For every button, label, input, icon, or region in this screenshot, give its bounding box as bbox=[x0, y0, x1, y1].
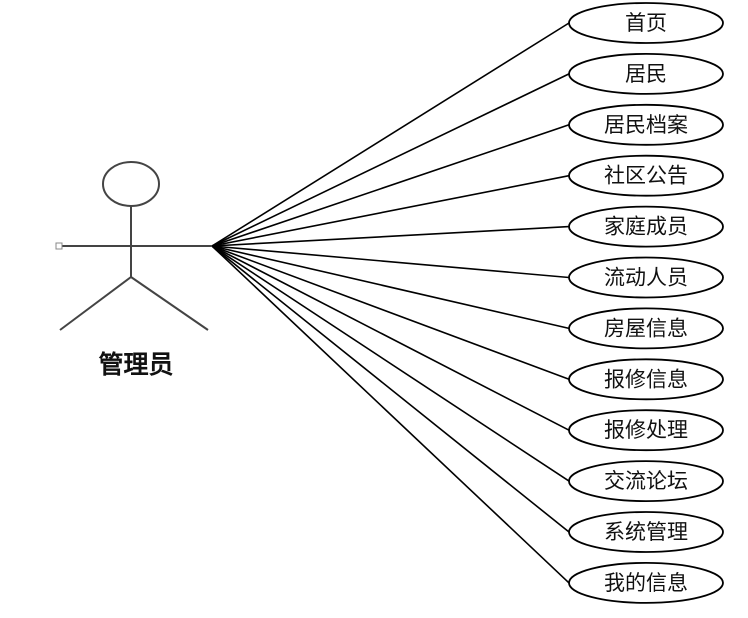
use-case-ellipse bbox=[568, 511, 724, 553]
use-case: 流动人员 bbox=[568, 256, 724, 299]
use-case: 家庭成员 bbox=[568, 205, 724, 248]
association-line bbox=[211, 225, 570, 247]
use-case: 我的信息 bbox=[568, 562, 724, 604]
use-case: 社区公告 bbox=[568, 154, 724, 197]
association-line bbox=[211, 22, 570, 247]
use-case-label: 我的信息 bbox=[604, 571, 688, 595]
use-case: 居民 bbox=[568, 53, 724, 95]
association-line bbox=[211, 245, 570, 381]
use-case-label: 房屋信息 bbox=[604, 316, 688, 340]
use-case: 报修信息 bbox=[568, 358, 724, 401]
association-line bbox=[211, 174, 570, 247]
association-line bbox=[211, 245, 570, 584]
use-case-label: 流动人员 bbox=[604, 266, 688, 290]
use-case-label: 系统管理 bbox=[604, 520, 688, 544]
use-case: 居民档案 bbox=[568, 103, 724, 146]
association-line bbox=[211, 245, 570, 431]
use-case: 报修处理 bbox=[568, 409, 724, 452]
use-case-label: 报修信息 bbox=[604, 367, 688, 391]
association-line bbox=[211, 124, 570, 247]
actor-label: 管理员 bbox=[98, 350, 173, 379]
association-line bbox=[211, 245, 570, 330]
use-case: 交流论坛 bbox=[568, 460, 724, 503]
use-case-ellipse bbox=[568, 358, 724, 401]
use-case-ellipse bbox=[568, 562, 724, 604]
actor-arm-handle bbox=[55, 242, 63, 250]
use-case-label: 居民 bbox=[625, 62, 667, 86]
actor-figure: 管理员 bbox=[55, 161, 212, 379]
use-case: 房屋信息 bbox=[568, 307, 724, 350]
use-case-ellipse bbox=[568, 103, 724, 146]
use-case-label: 社区公告 bbox=[604, 164, 688, 188]
use-case-ellipse bbox=[568, 205, 724, 248]
use-case-label: 报修处理 bbox=[604, 418, 688, 442]
use-case-list: 首页居民居民档案社区公告家庭成员流动人员房屋信息报修信息报修处理交流论坛系统管理… bbox=[568, 2, 724, 604]
association-line bbox=[211, 245, 570, 279]
association-lines bbox=[211, 22, 570, 584]
use-case-ellipse bbox=[568, 256, 724, 299]
use-case-ellipse bbox=[568, 409, 724, 452]
use-case-ellipse bbox=[568, 307, 724, 350]
use-case-ellipse bbox=[568, 154, 724, 197]
use-case-label: 交流论坛 bbox=[604, 469, 688, 493]
use-case: 系统管理 bbox=[568, 511, 724, 553]
use-case-ellipse bbox=[568, 53, 724, 95]
use-case-label: 居民档案 bbox=[604, 113, 688, 137]
association-line bbox=[211, 73, 570, 247]
actor-right-leg bbox=[130, 276, 209, 331]
use-case-ellipse bbox=[568, 2, 724, 44]
actor-head bbox=[102, 161, 160, 207]
use-case-label: 首页 bbox=[625, 11, 667, 35]
use-case: 首页 bbox=[568, 2, 724, 44]
association-line bbox=[211, 245, 570, 533]
use-case-label: 家庭成员 bbox=[604, 215, 688, 239]
association-line bbox=[211, 245, 570, 482]
use-case-ellipse bbox=[568, 460, 724, 503]
actor-left-leg bbox=[59, 276, 132, 331]
